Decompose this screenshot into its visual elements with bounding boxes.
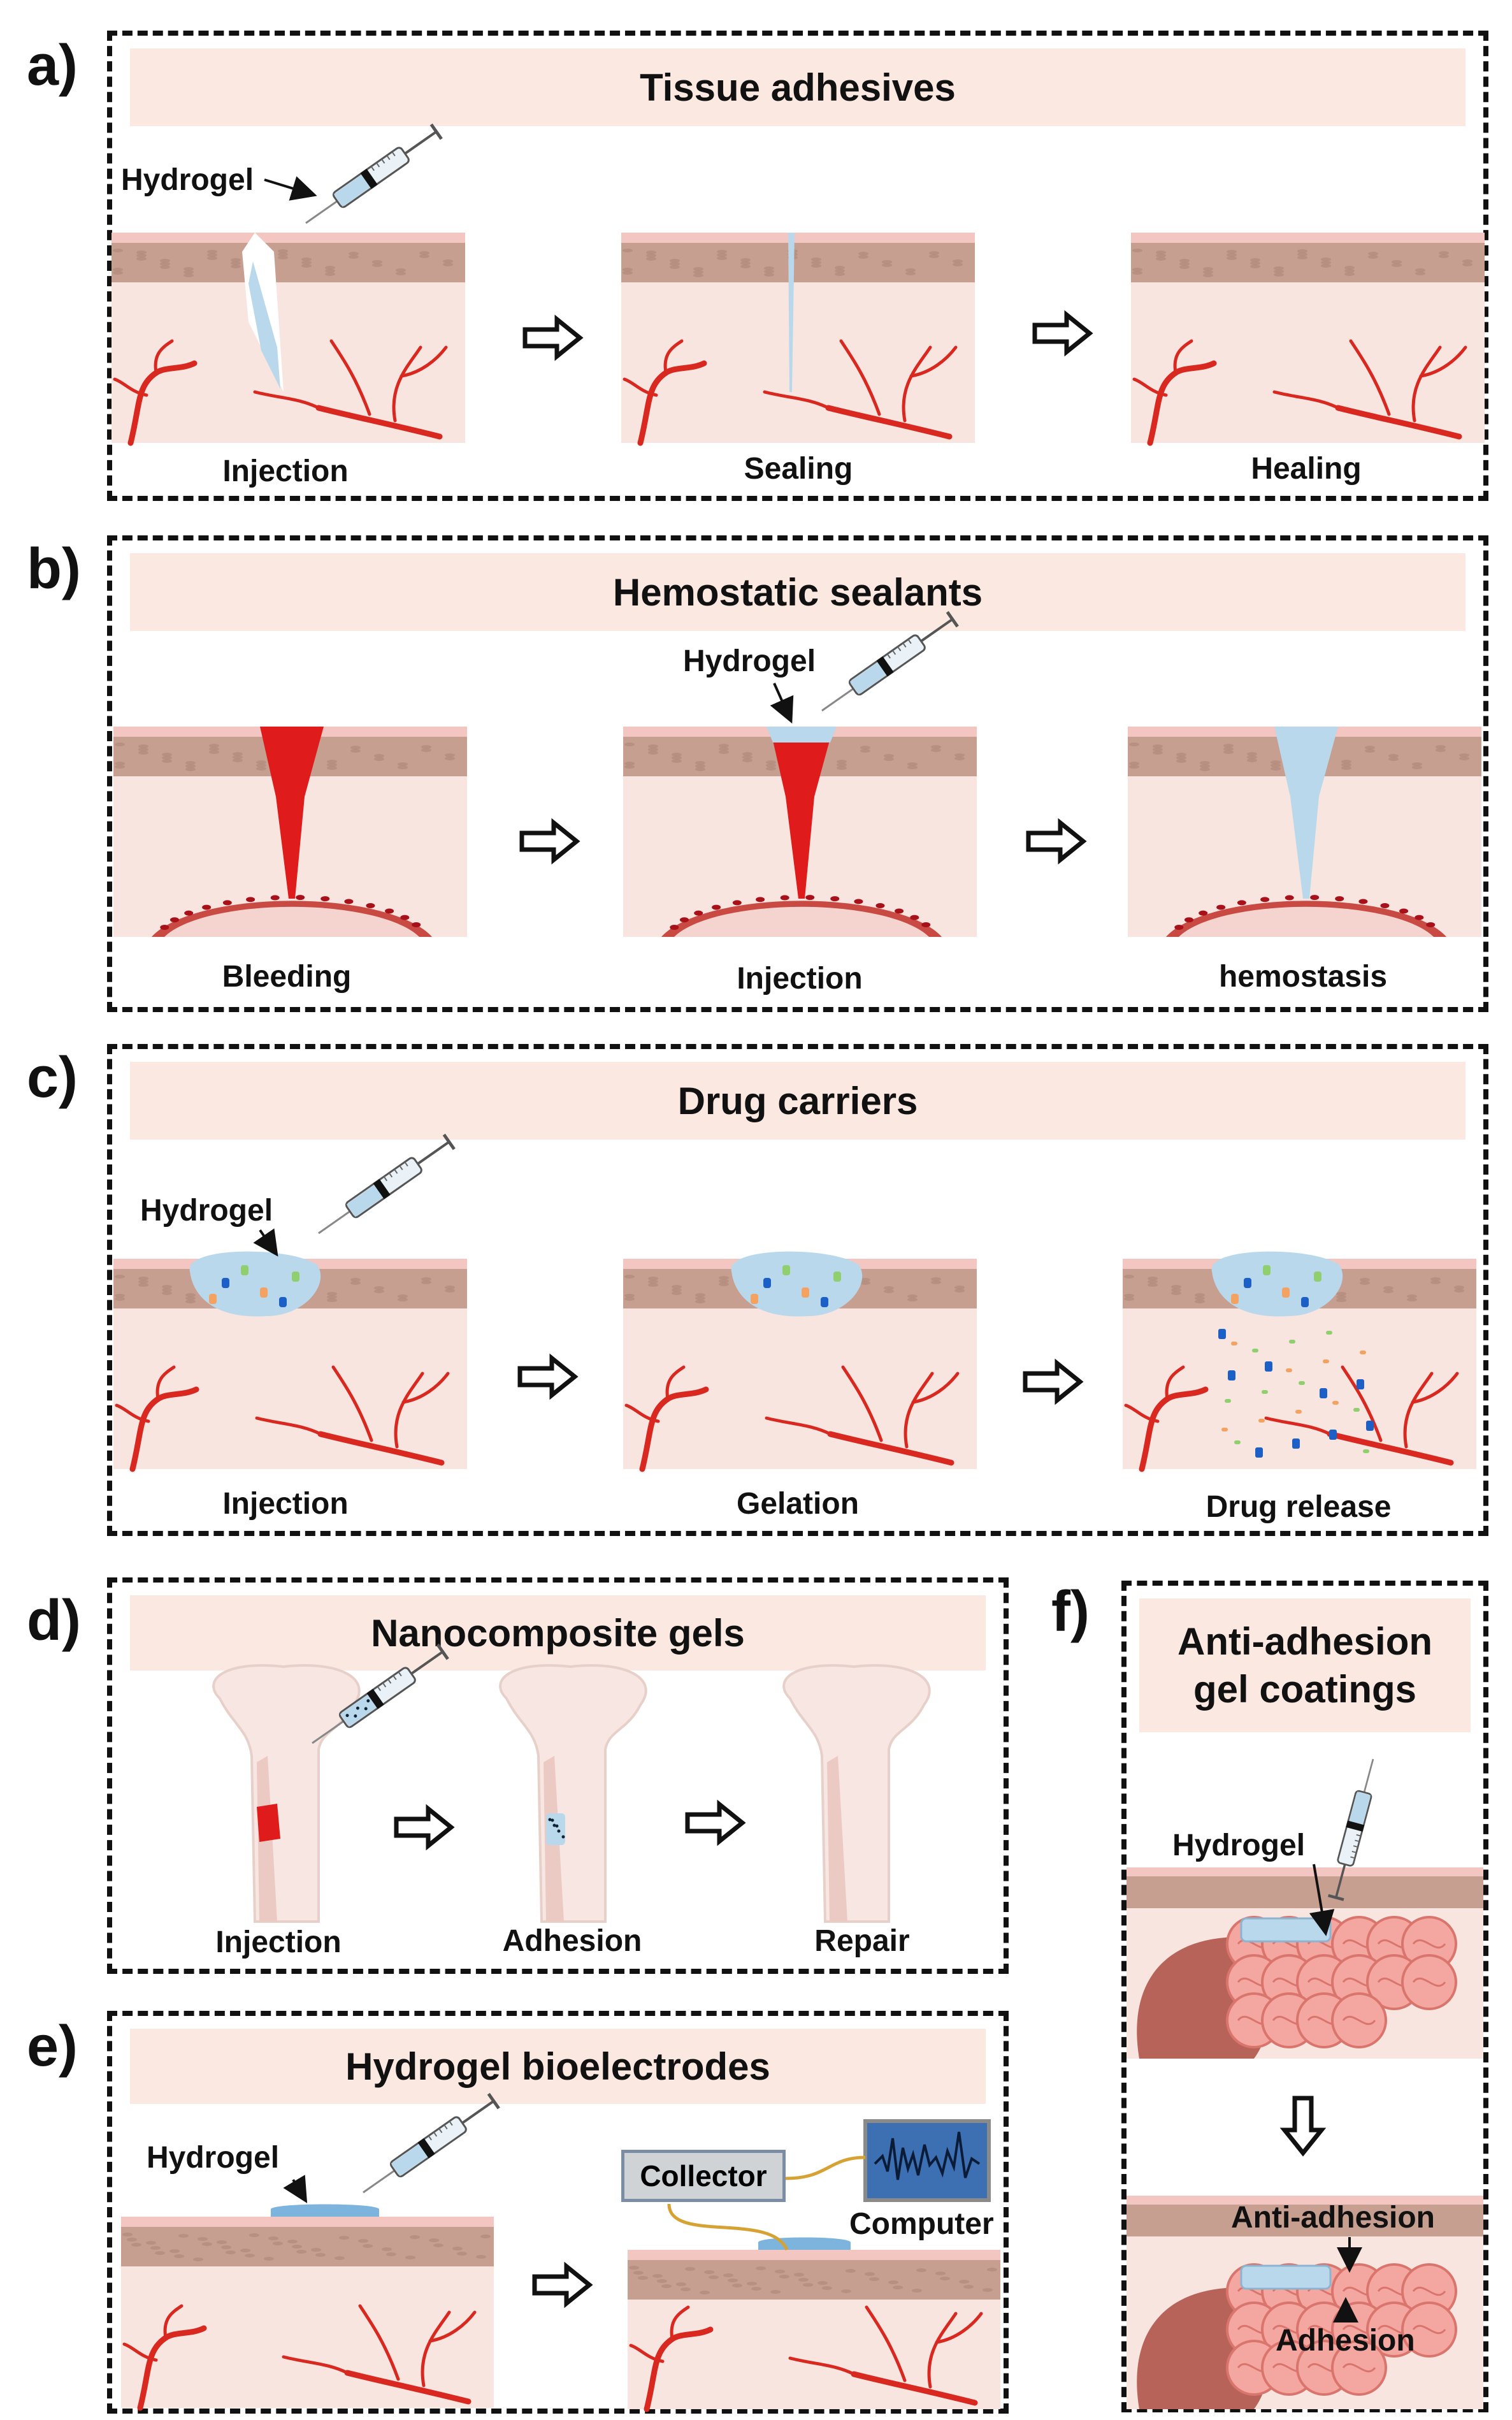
step-label-injection: Injection [215, 1925, 342, 1959]
tissue-scene-c2 [623, 1251, 977, 1472]
tissue-scene-b3 [1128, 727, 1481, 937]
panel-f-title-line2: gel coatings [1193, 1668, 1417, 1711]
step-label-sealing: Sealing [744, 452, 853, 486]
panel-f-title: Anti-adhesion gel coatings [1139, 1598, 1471, 1732]
panel-a-label: a) [27, 34, 78, 98]
adhesion-label: Adhesion [1276, 2324, 1415, 2358]
panel-a: Tissue adhesives [107, 31, 1488, 501]
panel-b-title: Hemostatic sealants [130, 553, 1465, 631]
arrow-down-icon [1279, 2096, 1327, 2157]
syringe-icon [305, 123, 443, 224]
anti-adhesion-label: Anti-adhesion [1231, 2201, 1435, 2235]
tissue-scene-c3 [1123, 1251, 1476, 1472]
hydrogel-label-e: Hydrogel [147, 2141, 280, 2175]
tissue-scene-a3 [1131, 233, 1485, 446]
syringe-icon [312, 1643, 449, 1744]
panel-d: Nanocomposite gels [107, 1577, 1009, 1974]
syringe-icon [821, 611, 959, 712]
arrow-right-icon [519, 818, 580, 865]
panel-e-label: e) [27, 2015, 78, 2078]
hydrogel-label-b: Hydrogel [683, 644, 816, 678]
panel-c-label: c) [27, 1046, 78, 1110]
panel-e-title: Hydrogel bioelectrodes [130, 2029, 986, 2104]
tissue-scene-e1 [121, 2204, 494, 2411]
syringe-icon [363, 2092, 500, 2194]
hydrogel-label-c: Hydrogel [140, 1194, 273, 1228]
panel-e: Hydrogel bioelectrodes [107, 2011, 1009, 2414]
step-label-adhesion: Adhesion [502, 1924, 642, 1958]
panel-b: Hemostatic sealants [107, 535, 1488, 1012]
step-label-injection: Injection [222, 454, 349, 488]
arrow-right-icon [1032, 310, 1093, 357]
computer-monitor-icon [863, 2119, 991, 2202]
arrow-right-icon [532, 2261, 593, 2308]
arrow-right-icon [394, 1804, 455, 1851]
tissue-scene-b2 [623, 727, 977, 937]
arrow-right-icon [1026, 818, 1087, 865]
hydrogel-label-f: Hydrogel [1172, 1829, 1306, 1862]
tissue-scene-a1 [112, 233, 465, 446]
tissue-scene-c1 [113, 1251, 467, 1472]
step-label-drug-release: Drug release [1206, 1490, 1392, 1524]
tissue-scene-b1 [113, 727, 467, 937]
step-label-hemostasis: hemostasis [1218, 960, 1388, 994]
arrow-right-icon [517, 1353, 579, 1400]
step-label-repair: Repair [814, 1924, 910, 1958]
arrow-right-icon [522, 314, 584, 361]
panel-d-label: d) [27, 1589, 81, 1653]
bone-icon [782, 1664, 931, 1923]
step-label-injection: Injection [222, 1487, 349, 1521]
hydrogel-label-a: Hydrogel [121, 163, 254, 197]
step-label-injection: Injection [737, 962, 863, 996]
collector-box: Collector [621, 2150, 786, 2202]
arrow-right-icon [1023, 1358, 1084, 1405]
step-label-bleeding: Bleeding [222, 960, 352, 994]
panel-f: Anti-adhesion gel coatings [1121, 1581, 1488, 2412]
panel-f-label: f) [1051, 1580, 1090, 1644]
panel-c: Drug carriers [107, 1044, 1488, 1536]
arrow-right-icon [685, 1799, 746, 1846]
tissue-scene-e2 [628, 2237, 1000, 2412]
syringe-icon [318, 1133, 456, 1235]
organ-scene-f2 [1127, 2196, 1483, 2409]
panel-c-title: Drug carriers [130, 1062, 1465, 1140]
computer-label: Computer [849, 2207, 994, 2241]
bone-icon [499, 1664, 647, 1923]
syringe-icon [1328, 1758, 1374, 1901]
panel-d-title: Nanocomposite gels [130, 1595, 986, 1670]
organ-scene-f1 [1127, 1867, 1483, 2059]
panel-f-title-line1: Anti-adhesion [1177, 1620, 1432, 1663]
tissue-scene-a2 [621, 233, 975, 446]
step-label-gelation: Gelation [736, 1487, 860, 1521]
panel-a-title: Tissue adhesives [130, 48, 1465, 126]
step-label-healing: Healing [1251, 452, 1362, 486]
panel-b-label: b) [27, 537, 81, 601]
